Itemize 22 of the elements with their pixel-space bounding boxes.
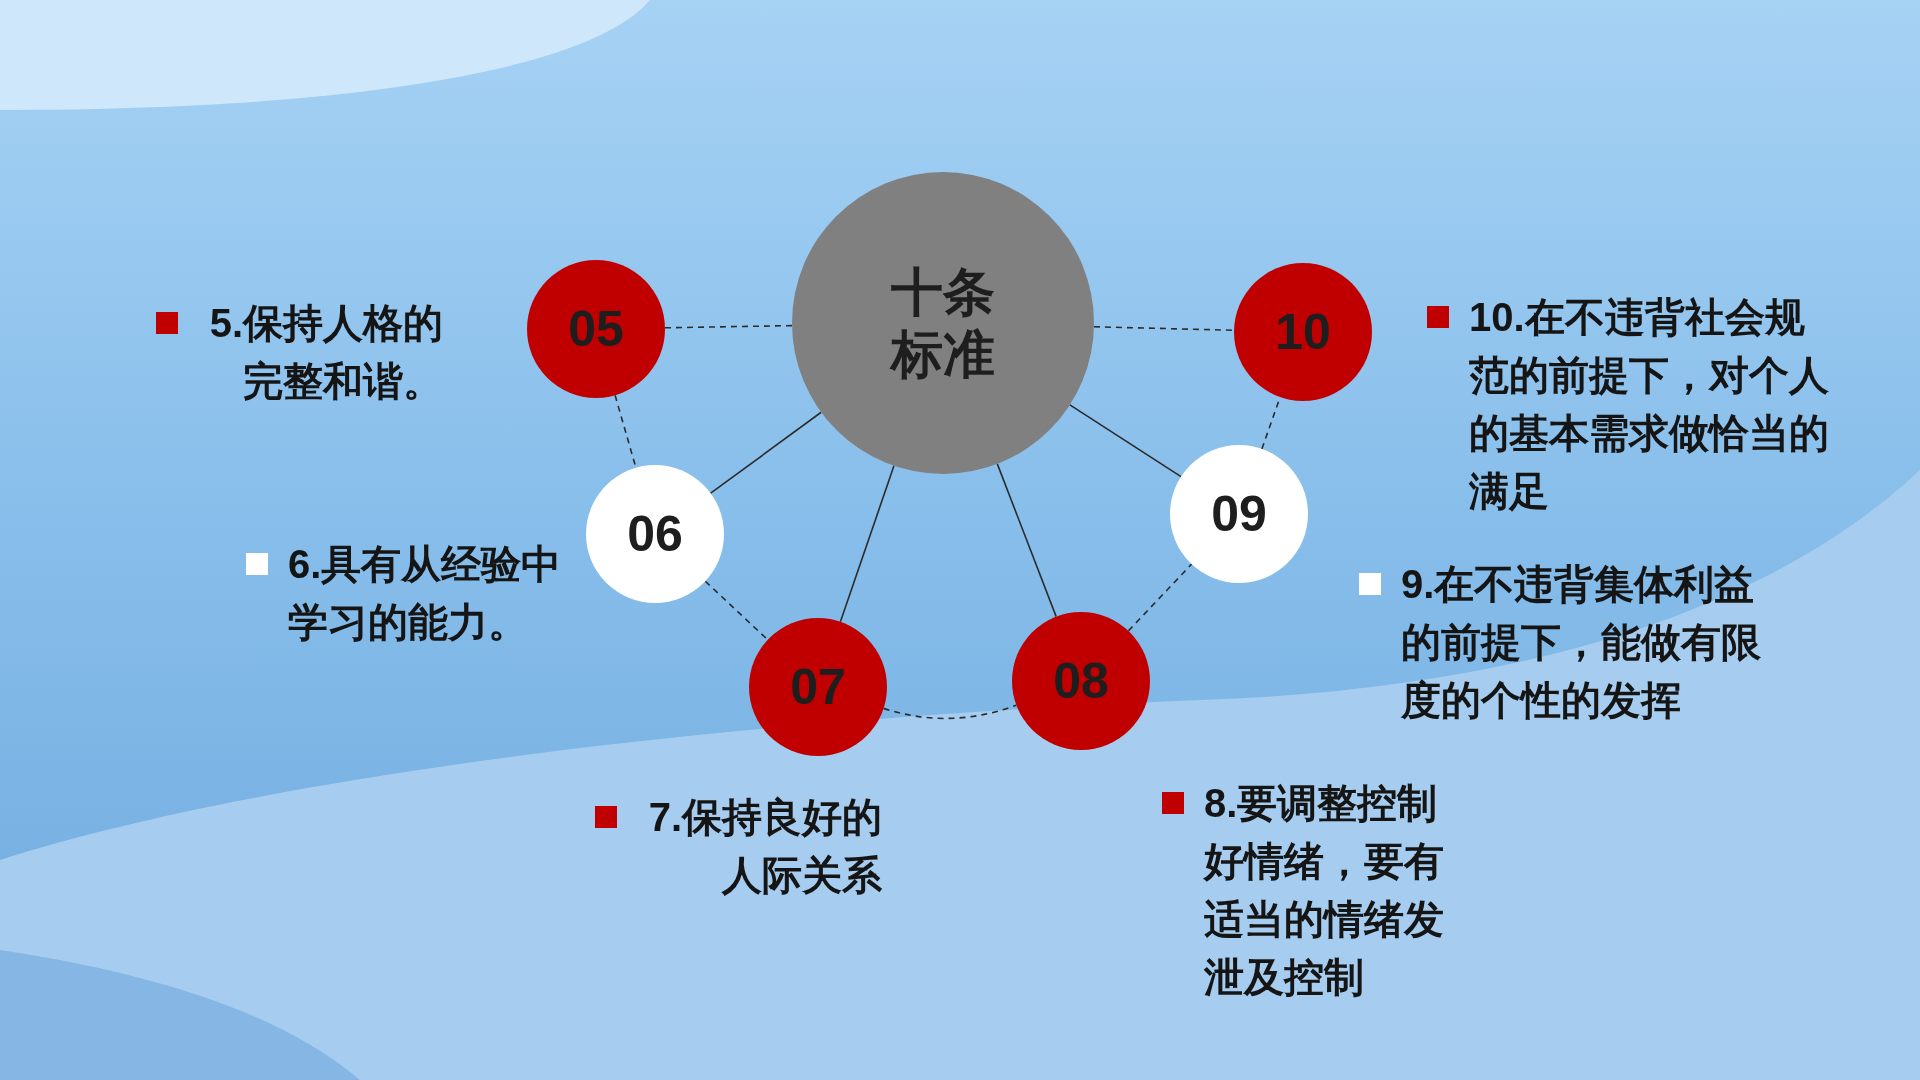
dashed-connector bbox=[882, 704, 1018, 720]
circle-text: 08 bbox=[1053, 651, 1109, 711]
circle-text: 07 bbox=[790, 657, 846, 717]
circle-text: 09 bbox=[1211, 484, 1267, 544]
circle-text: 十条标准 bbox=[888, 262, 996, 385]
standard-text: 5.保持人格的完整和谐。 bbox=[208, 300, 443, 405]
connector-line bbox=[996, 463, 1057, 618]
standard-text: 9.在不违背集体利益的前提下，能做有限度的个性的发挥 bbox=[1401, 561, 1762, 724]
circle-text: 10 bbox=[1275, 302, 1331, 362]
dashed-connector bbox=[1093, 325, 1235, 332]
standard-text: 8.要调整控制好情绪，要有适当的情绪发泄及控制 bbox=[1204, 780, 1445, 1001]
circle-text: 06 bbox=[627, 504, 683, 564]
standard-text: 10.在不违背社会规范的前提下，对个人的基本需求做恰当的满足 bbox=[1469, 294, 1830, 515]
connector-line bbox=[709, 411, 822, 495]
connector-line bbox=[839, 465, 895, 623]
dashed-connector bbox=[664, 324, 793, 329]
standard-text: 7.保持良好的人际关系 bbox=[647, 794, 882, 899]
standard-text: 6.具有从经验中学习的能力。 bbox=[288, 541, 563, 646]
connector-line bbox=[1069, 404, 1182, 478]
dashed-connector bbox=[704, 580, 769, 641]
dashed-connector bbox=[1127, 563, 1193, 632]
circle-text: 05 bbox=[568, 299, 624, 359]
